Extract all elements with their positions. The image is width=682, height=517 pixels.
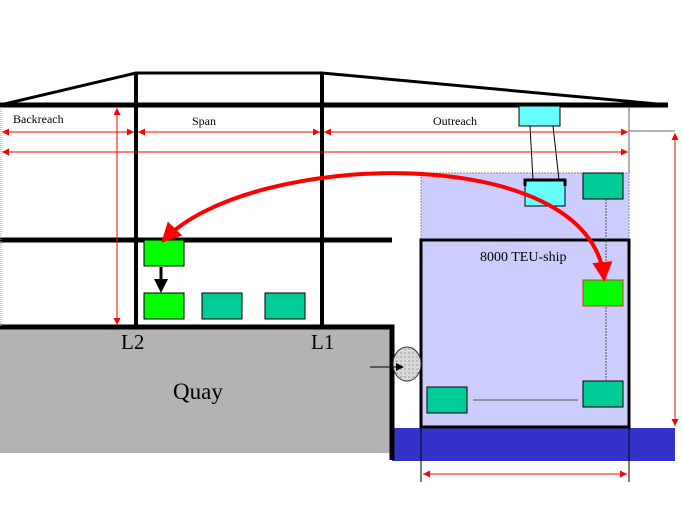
container-ship-bottom-right (582, 380, 624, 408)
fender (392, 346, 422, 382)
container-ship-top (582, 172, 624, 200)
crane-roof (0, 71, 669, 107)
quay-edge (0, 324, 395, 460)
transfer-arc (161, 171, 613, 282)
label-quay: Quay (173, 379, 223, 404)
label-outreach: Outreach (433, 114, 477, 128)
water (392, 428, 675, 461)
hoist-rope-left (529, 125, 534, 181)
label-leg-l1: L1 (311, 330, 334, 354)
label-leg-l2: L2 (121, 330, 144, 354)
hoist-rope-right (552, 125, 560, 181)
fender-pointer-head (396, 363, 404, 371)
trolley (518, 105, 561, 127)
container-ship-target (582, 279, 624, 307)
container-quay-3 (264, 292, 306, 320)
container-ship-bottom-left (426, 386, 468, 414)
lowering-arrow-head (154, 279, 168, 293)
container-in-transit (143, 239, 185, 267)
quay (0, 327, 390, 453)
label-backreach: Backreach (13, 112, 64, 126)
label-span: Span (192, 114, 216, 128)
spreader (523, 178, 567, 186)
container-quay-1 (143, 292, 185, 320)
container-quay-2 (201, 292, 243, 320)
label-ship: 8000 TEU-ship (480, 250, 566, 265)
